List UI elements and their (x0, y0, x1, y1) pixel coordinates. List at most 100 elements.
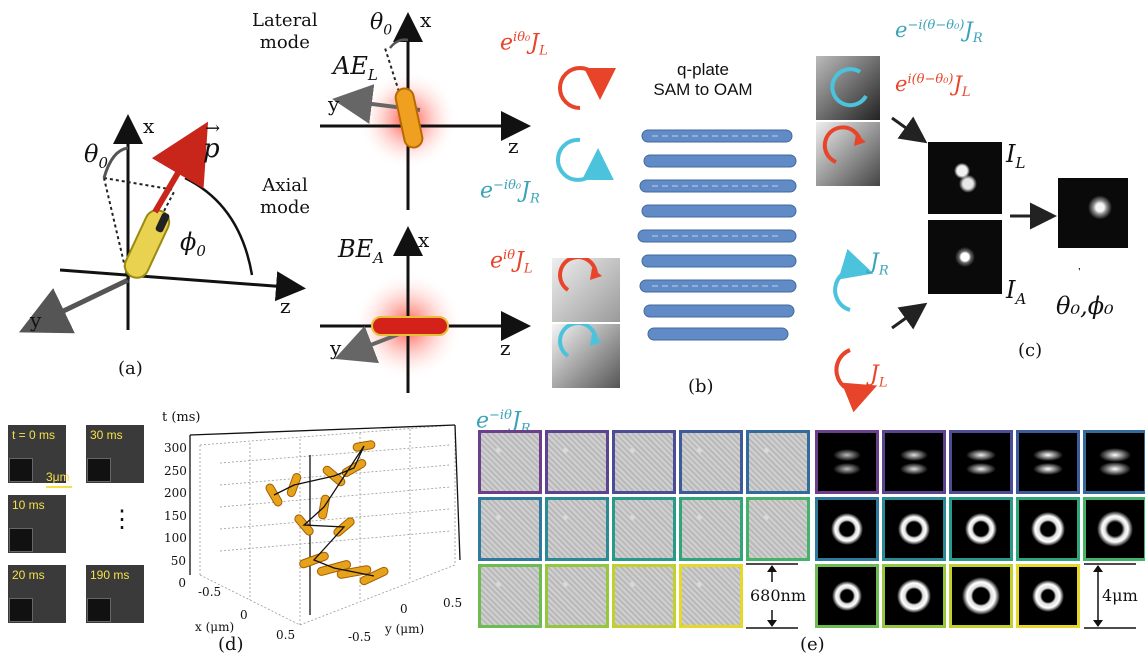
optical-tile (1016, 430, 1080, 494)
theta0-label: θ0 (84, 140, 108, 172)
sem-tile (545, 564, 609, 628)
scale-bar (46, 486, 72, 488)
frame-190: 190 ms (86, 565, 144, 623)
x-tick-1: 0 (240, 608, 248, 622)
panel-e-label: (e) (800, 634, 825, 655)
lateral-z-label: z (508, 134, 519, 158)
lateral-field-label: AEL (333, 52, 378, 84)
phi0-label: ϕ0 (180, 228, 206, 260)
optical-tile (1083, 497, 1145, 561)
circular-arrows-left (556, 66, 616, 182)
axial-field-label: BEA (338, 235, 384, 267)
phase-tile-red (552, 255, 620, 322)
frame-10: 10 ms (8, 495, 66, 553)
scale-4um-label: 4μm (1102, 586, 1138, 605)
result-image (1058, 178, 1128, 248)
beam-top-red-label: eiθ₀JL (500, 30, 548, 59)
axial-rod-icon (371, 316, 449, 336)
beam-bot-red-label: eiθJL (490, 248, 533, 277)
sem-tile (746, 430, 810, 494)
frame-20: 20 ms (8, 565, 66, 623)
optical-tile (949, 497, 1013, 561)
t-axis-label: t (ms) (162, 410, 201, 425)
axial-z-label: z (500, 336, 511, 360)
circular-arrows-right (833, 248, 878, 413)
x-axis-label: x (μm) (195, 620, 235, 634)
optical-tile (1083, 430, 1145, 494)
axis-z-label: z (280, 294, 291, 318)
axial-x-label: x (418, 228, 430, 252)
optical-tile (1016, 564, 1080, 628)
trajectory-rods (265, 440, 389, 586)
optical-tile (815, 430, 879, 494)
lateral-x-label: x (420, 8, 432, 32)
optical-tile (882, 497, 946, 561)
jl-label: JL (870, 362, 888, 391)
panel-c-label: (c) (1018, 340, 1043, 361)
gold-nanorod-icon (123, 209, 171, 279)
scale-4um-bracket (1084, 563, 1136, 629)
sem-tile (478, 564, 542, 628)
sem-tile (545, 430, 609, 494)
sem-tile (545, 497, 609, 561)
sem-tile (679, 564, 743, 628)
sem-tile (746, 497, 810, 561)
sem-tile (612, 497, 676, 561)
phase-tile-right-top (816, 56, 880, 120)
optical-tile (949, 564, 1013, 628)
ia-label: IA (1006, 276, 1027, 308)
ia-image (928, 220, 1002, 294)
panel-c-arrows (891, 116, 1080, 330)
jr-label: JR (870, 250, 889, 279)
lateral-y-label: y (328, 92, 340, 116)
lateral-mode-diagram (320, 12, 531, 210)
panel-a-diagram (18, 114, 306, 334)
y-tick-1: 0 (400, 602, 408, 616)
qplate-icon (637, 129, 797, 341)
scale-680nm-bracket (746, 563, 798, 629)
axis-x-label: x (143, 114, 155, 138)
optical-tile (949, 430, 1013, 494)
axis-y-label: y (30, 308, 42, 332)
panel-b-label: (b) (688, 376, 714, 397)
lateral-theta0: θ0 (370, 10, 393, 39)
trajectory-3d-plot (189, 424, 461, 626)
optical-tile (815, 497, 879, 561)
panel-a-label: (a) (118, 358, 143, 379)
result-label: θ₀,ϕ₀ (1056, 292, 1114, 320)
y-tick-0: 0.5 (443, 596, 463, 610)
frame-30: 30 ms (86, 425, 144, 483)
sem-tile (478, 430, 542, 494)
axial-mode-diagram (320, 226, 531, 393)
il-image (928, 142, 1002, 214)
sem-tile (612, 430, 676, 494)
panel-d-label: (d) (218, 634, 244, 655)
phase-tile-cyan (552, 321, 620, 388)
beam-bot-cyan-label: e−iθJR (476, 408, 531, 437)
sem-tile (612, 564, 676, 628)
p-vector-label: →p (203, 118, 221, 164)
x-tick-0: -0.5 (198, 585, 222, 599)
il-label: IL (1006, 140, 1026, 172)
phase-tile-right-bottom (816, 122, 880, 186)
optical-tile (1016, 497, 1080, 561)
optical-tile (882, 564, 946, 628)
sem-tile (478, 497, 542, 561)
scale-680nm-label: 680nm (750, 586, 807, 605)
beam-right-cyan-label: e−i(θ−θ₀)JR (895, 18, 983, 47)
lateral-rod-icon (394, 87, 424, 149)
optical-tile (882, 430, 946, 494)
axial-y-label: y (330, 336, 342, 360)
beam-top-cyan-label: e−iθ₀JR (480, 178, 540, 207)
y-axis-label: y (μm) (385, 622, 425, 636)
sem-tile (679, 430, 743, 494)
beam-right-red-label: ei(θ−θ₀)JL (895, 72, 971, 101)
x-tick-2: 0.5 (276, 628, 296, 642)
frame-0: t = 0 ms (8, 425, 66, 483)
sem-tile (679, 497, 743, 561)
y-tick-2: -0.5 (348, 630, 372, 644)
